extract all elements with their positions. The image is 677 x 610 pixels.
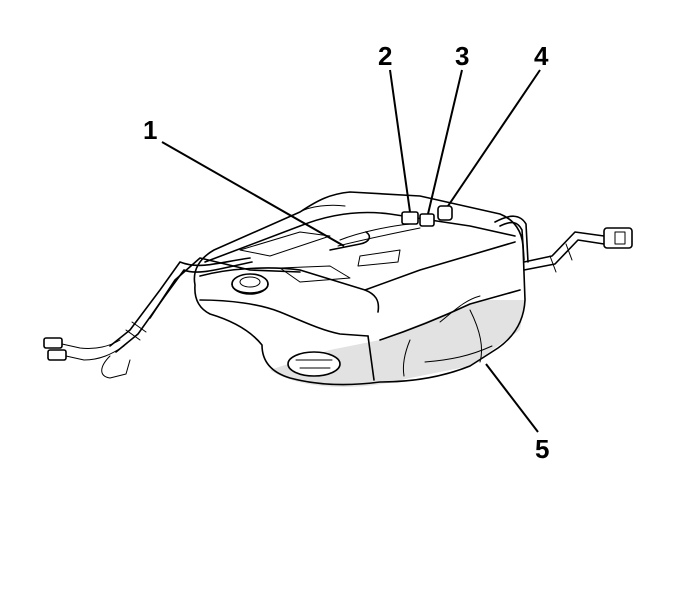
- callout-3: 3: [455, 41, 469, 71]
- leader-1: [161, 141, 345, 247]
- callouts: 1 2 3 4 5: [143, 41, 549, 464]
- leader-4: [447, 69, 541, 207]
- callout-1: 1: [143, 115, 157, 145]
- callout-4: 4: [534, 41, 549, 71]
- leader-3: [427, 69, 463, 215]
- leader-5: [485, 363, 539, 433]
- fuel-tank: [193, 191, 633, 388]
- leader-2: [389, 69, 411, 213]
- callout-5: 5: [535, 434, 549, 464]
- leader-lines: [161, 69, 541, 433]
- callout-2: 2: [378, 41, 392, 71]
- fuel-lines-left: [43, 257, 301, 379]
